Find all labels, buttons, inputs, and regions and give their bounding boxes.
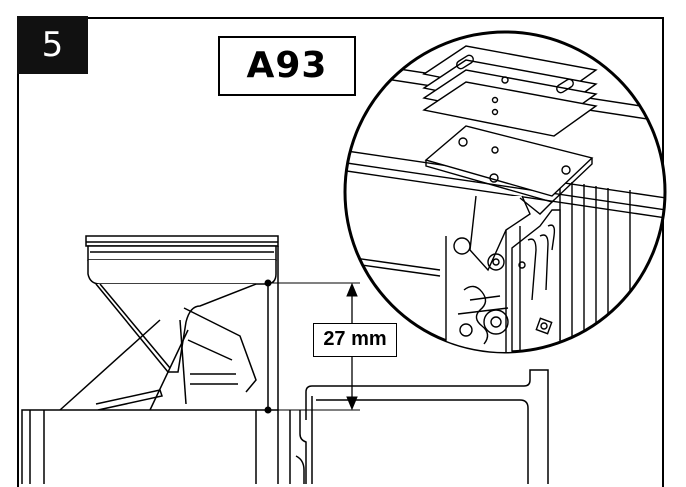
detail-callout (343, 30, 667, 354)
dimension-label: 27 mm (313, 323, 397, 357)
arrow-up-icon (346, 282, 358, 297)
part-code-label: A93 (218, 36, 356, 96)
panel-frame (17, 17, 664, 487)
arrow-down-icon (346, 396, 358, 411)
mount-bracket-drawing (21, 235, 549, 484)
step-number-badge: 5 (17, 16, 88, 74)
